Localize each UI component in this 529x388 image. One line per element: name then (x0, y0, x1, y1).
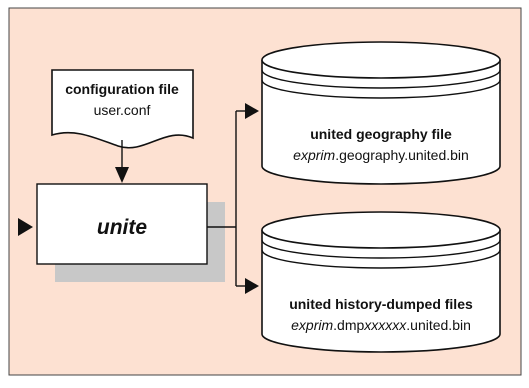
cylinder-ring (261, 69, 501, 89)
filename-suffix: .geography.united.bin (335, 147, 469, 163)
history-database: united history-dumped files exprim.dmpxx… (261, 211, 501, 353)
arrow-to-history-icon (245, 278, 259, 294)
unite-process: unite (36, 183, 225, 282)
document-shape (51, 69, 194, 149)
arrow-to-geography-icon (245, 103, 259, 119)
cylinder-top (261, 211, 501, 249)
history-file-name: exprim.dmpxxxxxx.united.bin (291, 317, 471, 333)
filename-variable: exprim (291, 317, 333, 333)
filename-variable-2: xxxxxx (363, 317, 407, 333)
filename-suffix: .united.bin (406, 317, 471, 333)
cylinder-ring (261, 239, 501, 259)
cylinder-body (261, 230, 501, 353)
config-file-name: user.conf (94, 102, 151, 118)
cylinder-ring (261, 79, 501, 99)
cylinder-body (261, 60, 501, 185)
config-file-document: configuration file user.conf (51, 69, 194, 149)
config-file-title: configuration file (65, 81, 179, 97)
arrow-config-to-unite (115, 140, 129, 183)
geography-file-title: united geography file (310, 126, 452, 142)
filename-variable: exprim (293, 147, 335, 163)
process-label: unite (97, 216, 147, 239)
process-box (36, 183, 208, 265)
filename-middle: .dmp (333, 317, 364, 333)
history-file-title: united history-dumped files (289, 296, 473, 312)
geography-file-name: exprim.geography.united.bin (293, 147, 469, 163)
output-connector (207, 110, 246, 287)
input-arrow (18, 218, 33, 236)
geography-database: united geography file exprim.geography.u… (261, 41, 501, 185)
cylinder-top (261, 41, 501, 79)
cylinder-ring (261, 249, 501, 269)
